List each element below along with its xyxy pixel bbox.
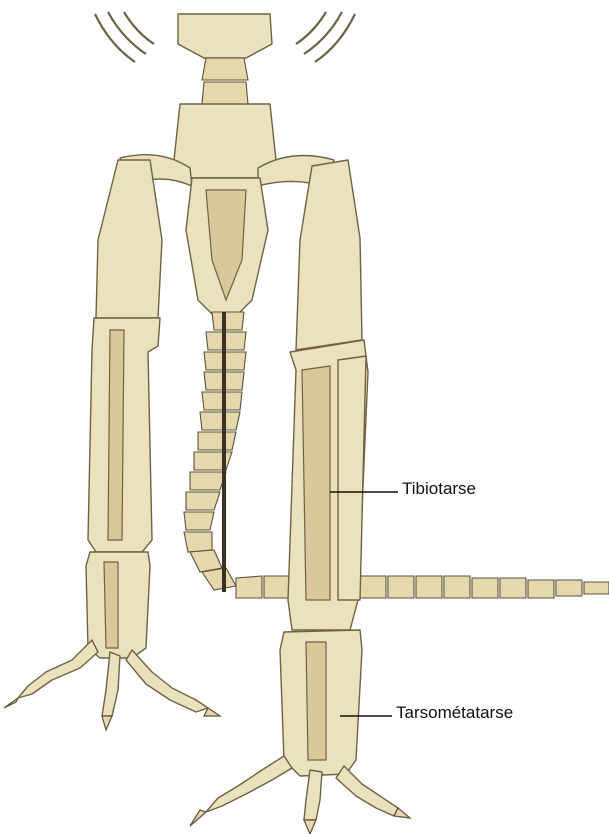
- tail: [184, 312, 609, 598]
- tibiotarse-label: Tibiotarse: [402, 479, 476, 499]
- tarsometatarse-label: Tarsométatarse: [396, 703, 513, 723]
- left-foot: [4, 640, 220, 730]
- left-leg: [4, 160, 220, 730]
